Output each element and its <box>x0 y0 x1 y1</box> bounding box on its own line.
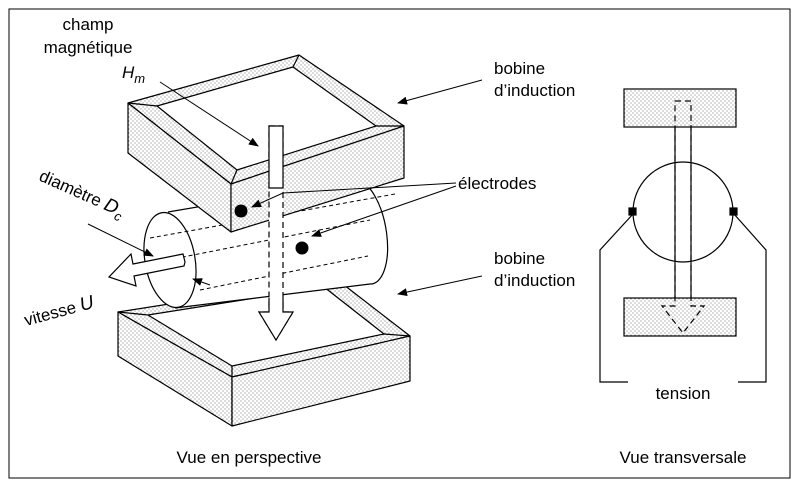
magnetic-field-symbol: Hm <box>122 63 145 86</box>
diameter-label: diamètre Dc <box>35 165 128 224</box>
cross-section-top-coil <box>623 88 737 128</box>
leader-lines <box>87 79 483 297</box>
magnetic-field-label-line2: magnétique <box>44 38 133 57</box>
top-coil-label-line2: d’induction <box>494 81 575 100</box>
top-coil-label-line1: bobine <box>494 59 545 78</box>
bottom-coil-label-line2: d’induction <box>494 271 575 290</box>
electrode-back <box>295 241 309 255</box>
cross-section-electrode-right <box>729 207 738 216</box>
bottom-induction-coil <box>117 277 411 427</box>
electrode-front <box>234 204 248 218</box>
perspective-caption: Vue en perspective <box>177 448 322 467</box>
pipe-hidden-lines <box>149 193 396 291</box>
diagram-frame <box>8 8 791 479</box>
bottom-coil-label-line1: bobine <box>494 249 545 268</box>
magnetic-field-label-line1: champ <box>62 15 113 34</box>
cross-section-caption: Vue transversale <box>620 448 747 467</box>
velocity-arrow <box>107 252 186 287</box>
cross-section-pipe <box>632 161 734 263</box>
voltage-label: tension <box>656 384 711 403</box>
cross-section-bottom-coil <box>623 297 737 337</box>
velocity-label: vitesse U <box>22 292 97 331</box>
cross-section-view <box>599 88 767 383</box>
electrodes-label: électrodes <box>458 174 536 193</box>
magnetic-field-arrow <box>257 125 295 342</box>
